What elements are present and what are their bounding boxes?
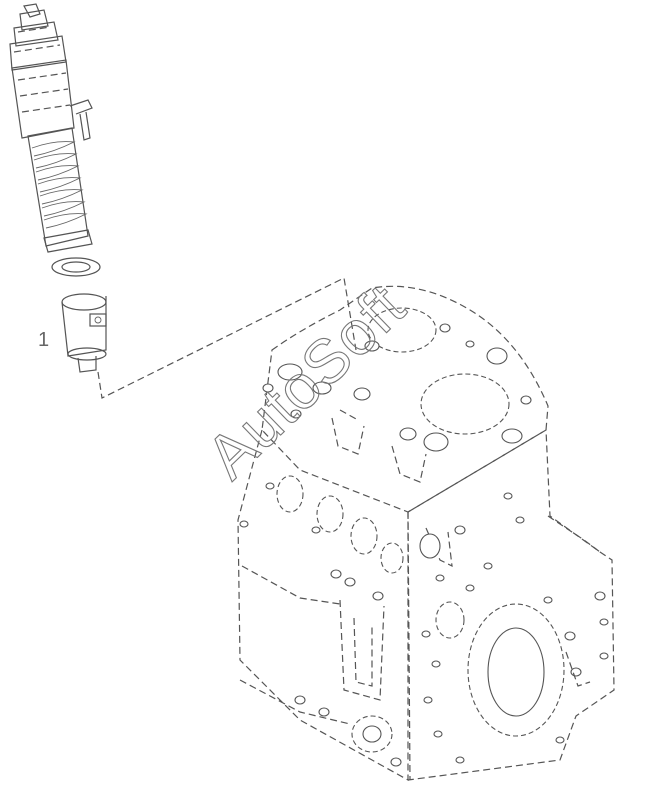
spring-coils	[31, 141, 88, 229]
injector-assembly	[9, 3, 93, 253]
callout-label-1: 1	[38, 329, 49, 351]
injector-sleeve	[61, 293, 107, 373]
washer	[51, 257, 101, 277]
leader-line	[97, 277, 357, 399]
watermark-text: AutoSoft	[194, 272, 419, 492]
engine-block	[237, 285, 615, 782]
watermark: AutoSoft	[193, 271, 419, 493]
